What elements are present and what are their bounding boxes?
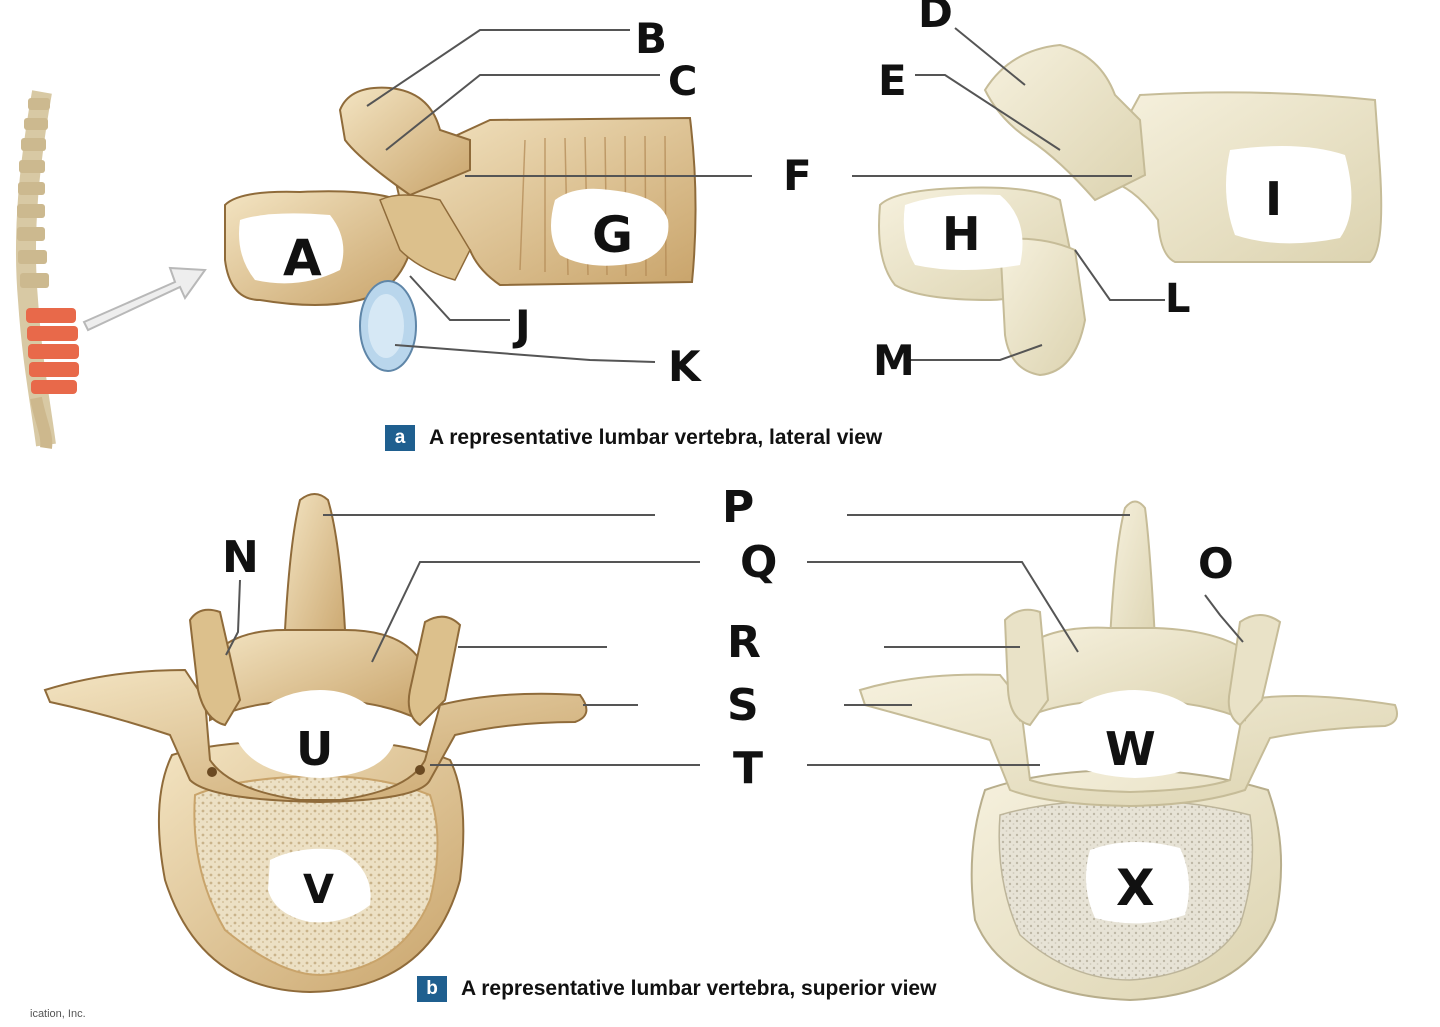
lateral-illustration bbox=[224, 86, 697, 372]
label-J: J bbox=[512, 301, 531, 350]
label-H: H bbox=[942, 207, 981, 261]
caption-superior: b A representative lumbar vertebra, supe… bbox=[417, 976, 936, 1002]
superior-illustration bbox=[43, 493, 588, 994]
label-X: X bbox=[1116, 859, 1155, 917]
label-S: S bbox=[727, 680, 759, 731]
label-F: F bbox=[783, 151, 812, 200]
label-K: K bbox=[668, 342, 702, 391]
letter-labels: A B C D E F G H I J K L M N O P Q R S T … bbox=[222, 0, 1282, 917]
label-W: W bbox=[1105, 722, 1156, 776]
label-C: C bbox=[668, 59, 697, 105]
caption-badge-a: a bbox=[385, 425, 415, 451]
spine-thumbnail bbox=[15, 90, 79, 449]
label-B: B bbox=[635, 14, 667, 63]
publisher-credit: ication, Inc. bbox=[30, 1008, 86, 1020]
caption-lateral-text: A representative lumbar vertebra, latera… bbox=[429, 426, 883, 449]
label-E: E bbox=[878, 56, 907, 105]
leader-lines bbox=[225, 27, 1244, 766]
label-G: G bbox=[592, 206, 633, 264]
arrow-icon bbox=[82, 266, 207, 332]
label-U: U bbox=[296, 722, 333, 776]
caption-lateral: a A representative lumbar vertebra, late… bbox=[385, 425, 882, 451]
label-I: I bbox=[1265, 172, 1282, 226]
superior-photo bbox=[858, 500, 1398, 1002]
label-T: T bbox=[733, 743, 763, 794]
label-D: D bbox=[918, 0, 953, 37]
label-P: P bbox=[722, 482, 754, 533]
label-L: L bbox=[1165, 276, 1191, 322]
lumbar-highlight bbox=[26, 308, 79, 394]
label-Q: Q bbox=[740, 537, 777, 588]
label-A: A bbox=[283, 229, 322, 287]
caption-superior-text: A representative lumbar vertebra, superi… bbox=[461, 977, 937, 1000]
label-N: N bbox=[222, 532, 259, 583]
label-V: V bbox=[303, 867, 334, 913]
caption-badge-b: b bbox=[417, 976, 447, 1002]
label-O: O bbox=[1198, 539, 1234, 588]
label-M: M bbox=[873, 336, 915, 385]
label-R: R bbox=[727, 617, 761, 668]
